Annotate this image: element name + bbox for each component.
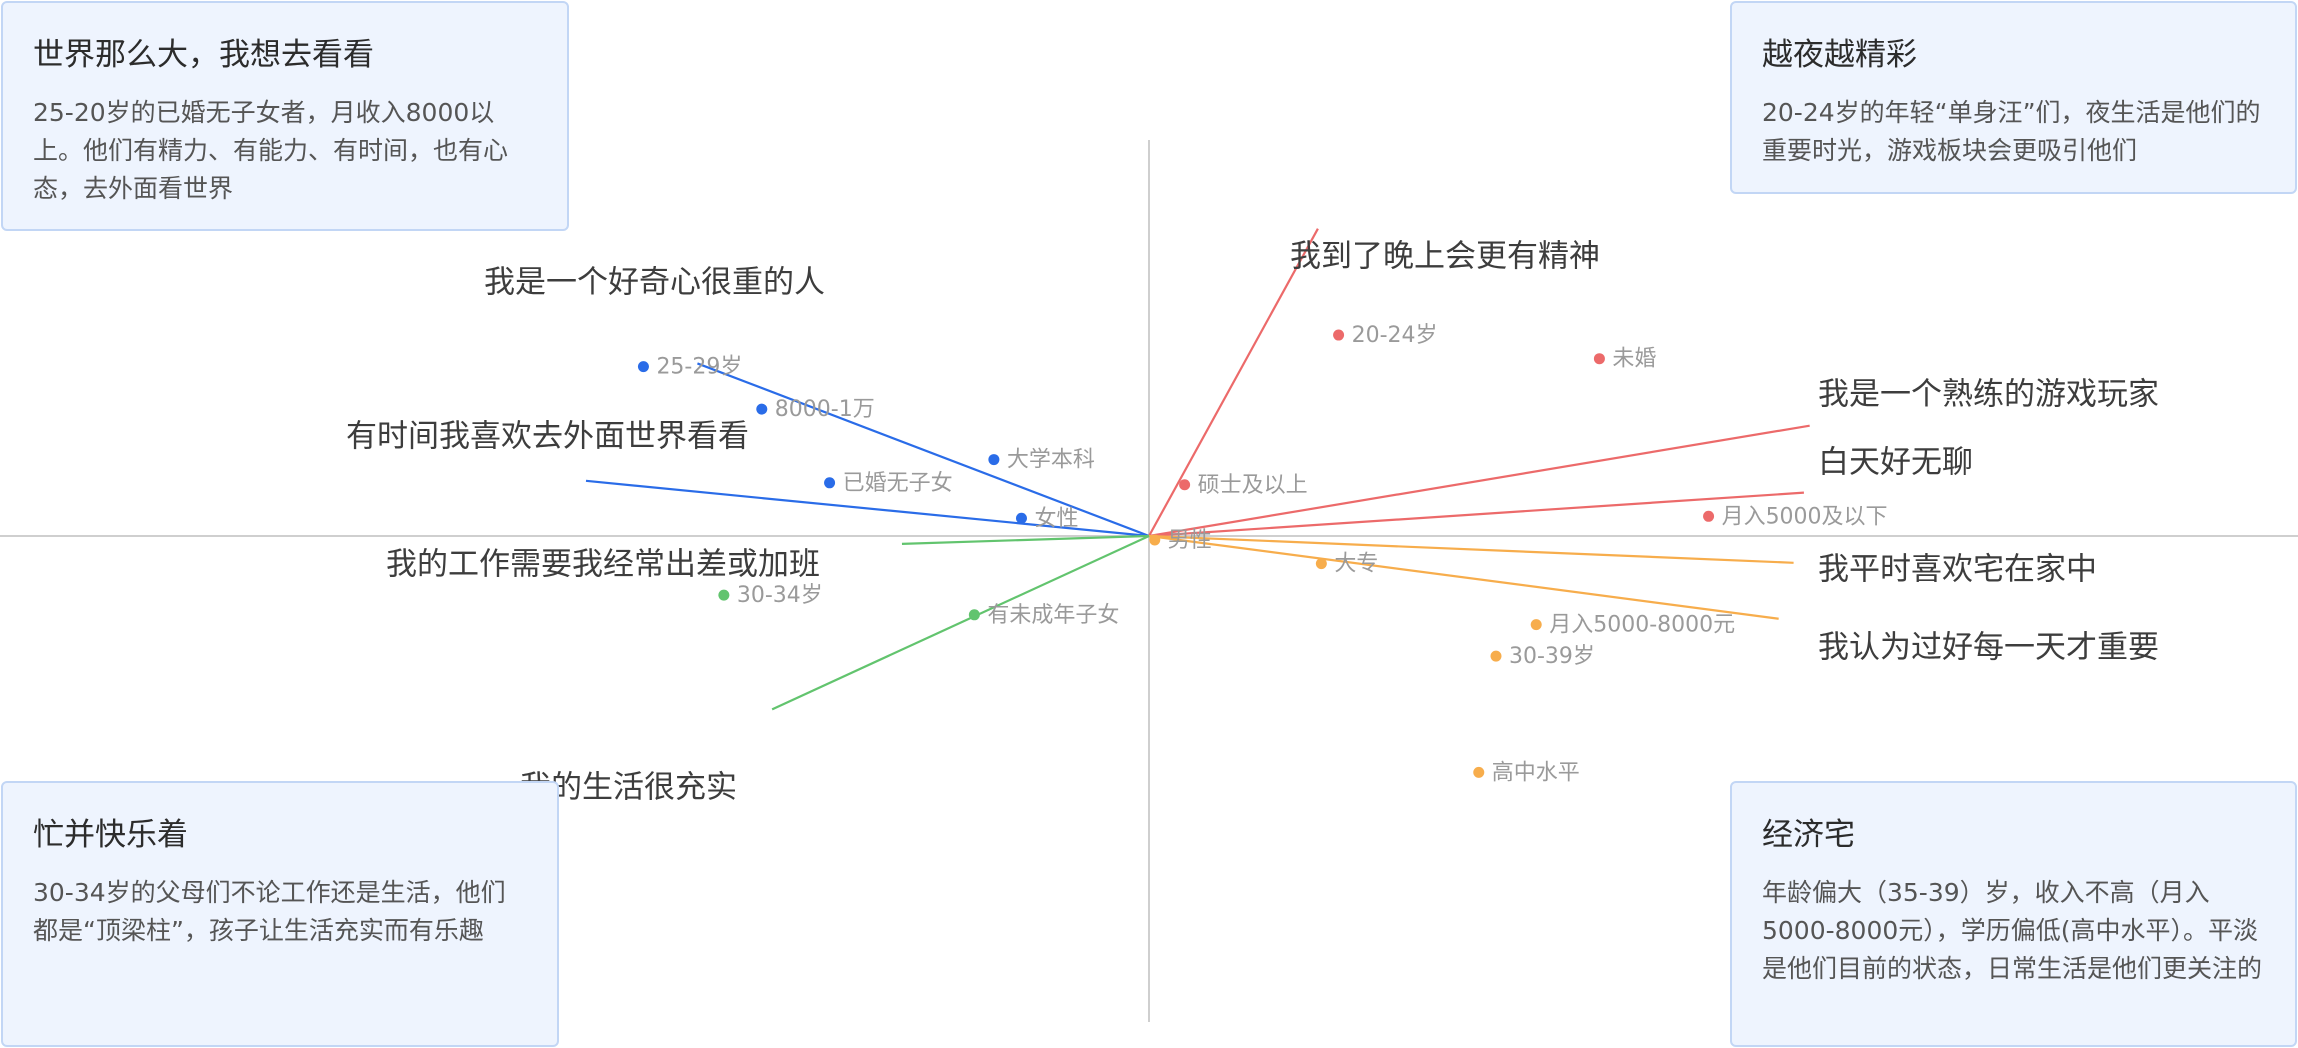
segment-card-title: 忙并快乐着 (33, 817, 188, 853)
demographic-point-label: 20-24岁 (1352, 323, 1438, 348)
demographic-point-label: 有未成年子女 (987, 603, 1119, 628)
segment-card-title: 经济宅 (1762, 817, 1855, 853)
demographic-point (1149, 534, 1161, 546)
demographic-point (988, 454, 1000, 466)
demographic-point-label: 8000-1万 (775, 397, 875, 422)
demographic-point-label: 25-29岁 (656, 355, 742, 380)
segment-card-top-left: 世界那么大，我想去看看 25-20岁的已婚无子女者，月收入8000以上。他们有精… (1, 1, 569, 231)
demographic-point (1473, 766, 1485, 778)
demographic-point (824, 477, 836, 489)
attitude-vector-line (697, 362, 1150, 538)
segment-card-top-right: 越夜越精彩 20-24岁的年轻“单身汪”们，夜生活是他们的重要时光，游戏板块会更… (1730, 1, 2297, 194)
demographic-point (1703, 510, 1715, 522)
demographic-point-label: 已婚无子女 (843, 471, 953, 496)
demographic-point (756, 403, 768, 415)
attitude-vector-line (901, 534, 1150, 545)
segment-card-description: 年龄偏大（35-39）岁，收入不高（月入5000-8000元），学历偏低(高中水… (1762, 878, 2263, 983)
demographic-point-label: 未婚 (1612, 347, 1656, 372)
demographic-point (1490, 650, 1502, 662)
attitude-vector-label: 我的工作需要我经常出差或加班 (386, 547, 820, 583)
demographic-point (1179, 479, 1191, 491)
demographic-point (637, 361, 649, 373)
demographic-point-label: 女性 (1034, 506, 1078, 531)
segment-card-bottom-right: 经济宅 年龄偏大（35-39）岁，收入不高（月入5000-8000元），学历偏低… (1730, 781, 2297, 1047)
demographic-point (1530, 619, 1542, 631)
attitude-vector-line (771, 535, 1150, 711)
attitude-vector-label: 我是一个好奇心很重的人 (484, 265, 825, 301)
demographic-point (718, 589, 730, 601)
demographic-point-label: 月入5000-8000元 (1549, 613, 1735, 638)
demographic-point (1015, 512, 1027, 524)
demographic-point-label: 男性 (1168, 528, 1212, 553)
attitude-vector-line (1148, 424, 1810, 538)
attitude-vector-label: 我认为过好每一天才重要 (1818, 630, 2159, 666)
demographic-point-label: 30-34岁 (737, 583, 823, 608)
attitude-vector-label: 白天好无聊 (1818, 445, 1973, 481)
attitude-vector-line (1148, 491, 1805, 538)
attitude-vector-label: 有时间我喜欢去外面世界看看 (346, 419, 749, 455)
segment-card-description: 20-24岁的年轻“单身汪”们，夜生活是他们的重要时光，游戏板块会更吸引他们 (1762, 98, 2261, 165)
demographic-point-label: 30-39岁 (1509, 644, 1595, 669)
attitude-vector-label: 我平时喜欢宅在家中 (1818, 552, 2097, 588)
attitude-vector-line (1148, 228, 1319, 537)
demographic-point (1315, 558, 1327, 570)
demographic-point (1333, 329, 1345, 341)
demographic-point-label: 月入5000及以下 (1722, 504, 1888, 529)
segment-card-description: 30-34岁的父母们不论工作还是生活，他们都是“顶梁柱”，孩子让生活充实而有乐趣 (33, 878, 506, 945)
demographic-point-label: 硕士及以上 (1198, 473, 1308, 498)
demographic-point-label: 高中水平 (1492, 760, 1580, 785)
demographic-point (968, 609, 980, 621)
demographic-point-label: 大学本科 (1007, 448, 1095, 473)
segment-card-bottom-left: 忙并快乐着 30-34岁的父母们不论工作还是生活，他们都是“顶梁柱”，孩子让生活… (1, 781, 559, 1047)
demographic-point-label: 大专 (1334, 552, 1378, 577)
attitude-vector-line (585, 479, 1150, 538)
segment-card-title: 越夜越精彩 (1762, 37, 1917, 73)
demographic-point (1593, 353, 1605, 365)
attitude-vector-label: 我到了晚上会更有精神 (1290, 239, 1600, 275)
attitude-vector-line (1148, 534, 1794, 564)
segment-card-title: 世界那么大，我想去看看 (33, 37, 374, 73)
attitude-vector-line (1148, 534, 1779, 620)
segment-card-description: 25-20岁的已婚无子女者，月收入8000以上。他们有精力、有能力、有时间，也有… (33, 98, 509, 203)
attitude-vector-label: 我是一个熟练的游戏玩家 (1818, 377, 2159, 413)
